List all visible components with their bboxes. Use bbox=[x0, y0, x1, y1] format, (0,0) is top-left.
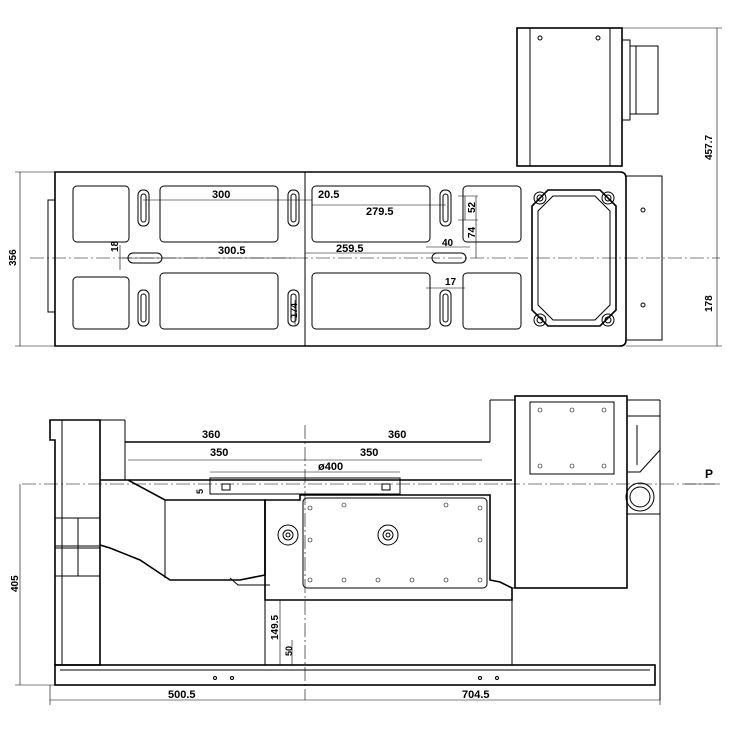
base-plate bbox=[54, 664, 656, 686]
dim-500-5: 500.5 bbox=[168, 689, 196, 701]
dim-149-5: 149.5 bbox=[270, 615, 281, 640]
label-p: P bbox=[705, 467, 713, 481]
dim-40: 40 bbox=[442, 238, 454, 249]
dim-17: 17 bbox=[445, 277, 457, 288]
dim-350-right: 350 bbox=[360, 447, 378, 459]
dim-259-5: 259.5 bbox=[336, 243, 364, 255]
dim-405: 405 bbox=[10, 575, 21, 592]
dim-74: 74 bbox=[467, 226, 478, 238]
dim-279-5: 279.5 bbox=[366, 206, 394, 218]
motor-housing-top bbox=[516, 27, 623, 167]
dim-300: 300 bbox=[212, 189, 230, 201]
dim-704-5: 704.5 bbox=[462, 689, 490, 701]
dim-52: 52 bbox=[467, 201, 478, 213]
dim-178: 178 bbox=[704, 295, 715, 312]
motor-housing-front bbox=[514, 395, 628, 589]
dim-360-left: 360 bbox=[202, 429, 220, 441]
dim-457-7: 457.7 bbox=[704, 135, 715, 160]
dim-50: 50 bbox=[284, 646, 294, 656]
dim-350-left: 350 bbox=[210, 447, 228, 459]
dim-5: 5 bbox=[195, 489, 205, 494]
top-view: 300 20.5 279.5 52 74 40 18 300.5 259.5 1… bbox=[8, 27, 722, 347]
dim-dia-400: ø400 bbox=[318, 461, 343, 473]
dim-356: 356 bbox=[8, 249, 19, 266]
dim-20-5: 20.5 bbox=[318, 189, 339, 201]
dim-174: 174 bbox=[289, 303, 299, 318]
dim-360-right: 360 bbox=[388, 429, 406, 441]
dim-300-5: 300.5 bbox=[218, 245, 246, 257]
front-view: 360 360 350 350 ø400 5 405 149.5 50 500.… bbox=[10, 395, 720, 705]
dim-18: 18 bbox=[110, 240, 121, 252]
